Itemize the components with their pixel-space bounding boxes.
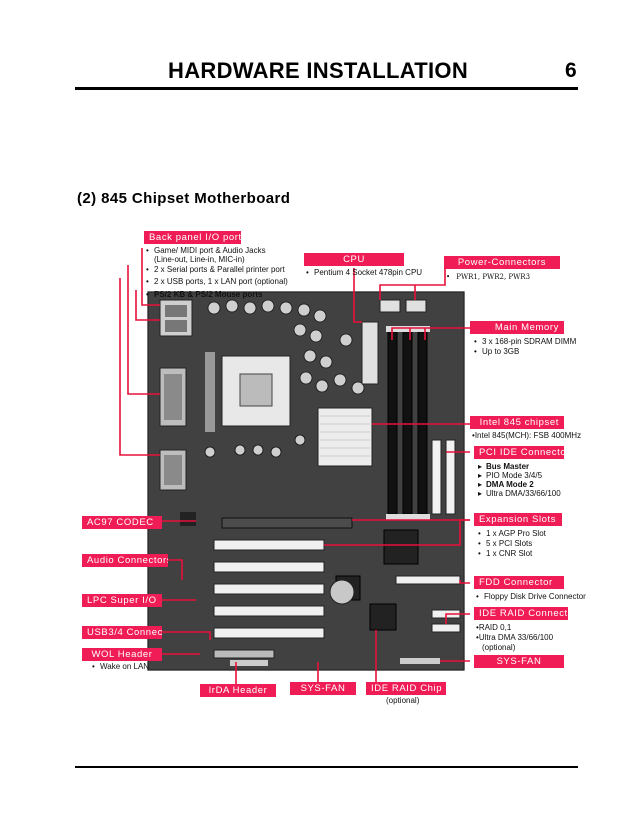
label-pci-ide-connectors: PCI IDE Connectors — [474, 446, 564, 459]
note-back-panel-1b: (Line-out, Line-in, MIC-in) — [154, 255, 245, 264]
note-ide-3: ▸DMA Mode 2 — [478, 480, 534, 489]
footer-rule — [75, 766, 578, 768]
note-exp-3: •1 x CNR Slot — [478, 549, 533, 558]
note-back-panel-3: •2 x USB ports, 1 x LAN port (optional) — [146, 277, 288, 286]
note-raid-3: (optional) — [482, 643, 516, 652]
cnr-slot — [213, 649, 275, 659]
note-back-panel-2: •2 x Serial ports & Parallel printer por… — [146, 265, 285, 274]
label-power-connectors: Power-Connectors — [444, 256, 560, 269]
battery — [329, 579, 355, 605]
note-raid-1: •RAID 0,1 — [476, 623, 512, 632]
atx-power-connector — [361, 321, 379, 385]
note-fdd-1: •Floppy Disk Drive Connector — [476, 592, 586, 601]
label-sys-fan-right: SYS-FAN — [474, 655, 564, 668]
label-cpu: CPU — [304, 253, 404, 266]
note-raid-chip-1: (optional) — [386, 696, 420, 705]
fdd-connector — [395, 575, 461, 585]
pci-slot-5 — [213, 627, 325, 639]
label-main-memory: Main Memory — [470, 321, 564, 334]
dimm-slot-3 — [417, 331, 428, 515]
page-number: 6 — [565, 59, 577, 82]
label-wol-header: WOL Header — [82, 648, 162, 661]
intel-845-mch — [317, 407, 373, 467]
note-power-1: • PWR1, PWR2, PWR3 — [446, 273, 531, 281]
pci-slot-1 — [213, 539, 325, 551]
dimm-slot-1 — [387, 331, 398, 515]
note-ide-2: ▸PIO Mode 3/4/5 — [478, 471, 543, 480]
label-irda-header: IrDA Header — [200, 684, 276, 697]
dimm-slot-2 — [402, 331, 413, 515]
label-expansion-slots: Expansion Slots — [474, 513, 562, 526]
label-ide-raid-chip: IDE RAID Chip — [366, 682, 446, 695]
note-memory-1: •3 x 168-pin SDRAM DIMM — [474, 337, 577, 346]
label-ac97-codec: AC97 CODEC — [82, 516, 162, 529]
note-cpu-1: •Pentium 4 Socket 478pin CPU — [306, 268, 423, 277]
note-chipset-1: •Intel 845(MCH): FSB 400MHz — [472, 431, 582, 440]
note-exp-1: •1 x AGP Pro Slot — [478, 529, 546, 538]
header-rule — [75, 87, 578, 90]
note-ide-4: ▸Ultra DMA/33/66/100 — [478, 489, 561, 498]
label-ide-raid-connectors: IDE RAID Connectors — [474, 607, 568, 620]
pci-slot-2 — [213, 561, 325, 573]
label-sys-fan-bottom: SYS-FAN — [290, 682, 356, 695]
note-memory-2: •Up to 3GB — [474, 347, 520, 356]
label-usb-connector: USB3/4 Connector — [82, 626, 162, 639]
header-title: HARDWARE INSTALLATION — [168, 58, 469, 83]
note-ide-1: ▸Bus Master — [478, 462, 530, 471]
label-fdd-connector: FDD Connector — [474, 576, 564, 589]
ide-raid-chip — [369, 603, 397, 631]
note-back-panel-4: •PS/2 KB & PS/2 Mouse ports — [146, 290, 263, 299]
ide-connector-1 — [431, 439, 442, 515]
ide-raid-connector-2 — [431, 623, 461, 633]
ide-connector-2 — [445, 439, 456, 515]
pci-slot-3 — [213, 583, 325, 595]
label-audio-connectors: Audio Connectors — [82, 554, 168, 567]
note-raid-2: •Ultra DMA 33/66/100 — [476, 633, 554, 642]
ich-chip — [383, 529, 419, 565]
note-wol-1: •Wake on LAN — [92, 662, 150, 671]
note-back-panel-1: •Game/ MIDI port & Audio Jacks — [146, 246, 266, 255]
capacitors — [204, 299, 365, 458]
agp-slot — [221, 517, 353, 529]
label-lpc-super-io: LPC Super I/O — [82, 594, 162, 607]
section-title: (2) 845 Chipset Motherboard — [77, 190, 291, 207]
note-exp-2: •5 x PCI Slots — [478, 539, 533, 548]
label-intel-845-chipset: Intel 845 chipset — [470, 416, 564, 429]
pci-slot-4 — [213, 605, 325, 617]
label-back-panel-io-ports: Back panel I/O ports — [144, 231, 241, 244]
ac97-codec-chip — [180, 512, 196, 526]
leader-lines — [119, 248, 470, 684]
